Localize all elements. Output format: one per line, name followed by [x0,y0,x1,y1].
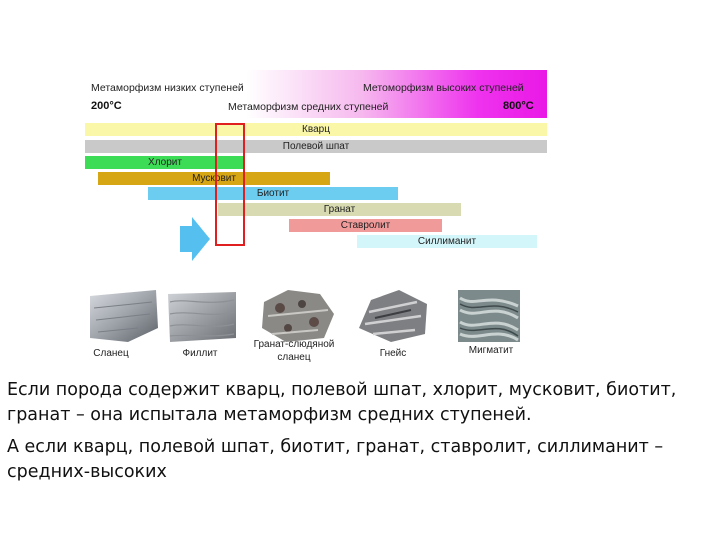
rock-label-garnet-mica-schist: Гранат-слюдяной сланец [253,339,335,363]
mineral-bar-feldspar: Полевой шпат [85,140,547,153]
rock-label-phyllite: Филлит [182,348,218,359]
migmatite-rock-image [458,290,520,342]
gneiss-rock-image [359,290,427,342]
arrow-right-icon [180,217,210,261]
phyllite-rock-image [168,292,236,342]
garnet-mica-schist-rock-image [262,290,334,342]
mineral-bar-muscovite: Мусковит [98,172,330,185]
rock-label-gneiss: Гнейс [379,348,407,359]
metamorphism-grade-banner: Метаморфизм низких ступеней Метоморфизм … [85,70,547,118]
low-grade-label: Метаморфизм низких ступеней [91,82,244,94]
mineral-bar-garnet: Гранат [218,203,461,216]
explanation-paragraph-2: А если кварц, полевой шпат, биотит, гран… [7,437,664,482]
explanation-text: Если порода содержит кварц, полевой шпат… [7,378,707,492]
high-grade-label: Метоморфизм высоких ступеней [363,82,524,94]
temp-low-label: 200°C [91,100,122,112]
mid-grade-label: Метаморфизм средних ступеней [228,101,389,113]
rock-label-slate: Сланец [93,348,129,359]
rock-label-migmatite: Мигматит [468,345,514,356]
slate-rock-image [90,290,158,342]
explanation-paragraph-1: Если порода содержит кварц, полевой шпат… [7,380,677,425]
mineral-bar-quartz: Кварц [85,123,547,136]
mineral-bar-sillimanite: Силлиманит [357,235,537,248]
mineral-bar-chlorite: Хлорит [85,156,245,169]
mineral-bar-biotite: Биотит [148,187,398,200]
medium-grade-highlight-box [215,123,245,246]
temp-high-label: 800°C [503,100,534,112]
mineral-bar-staurolite: Ставролит [289,219,442,232]
